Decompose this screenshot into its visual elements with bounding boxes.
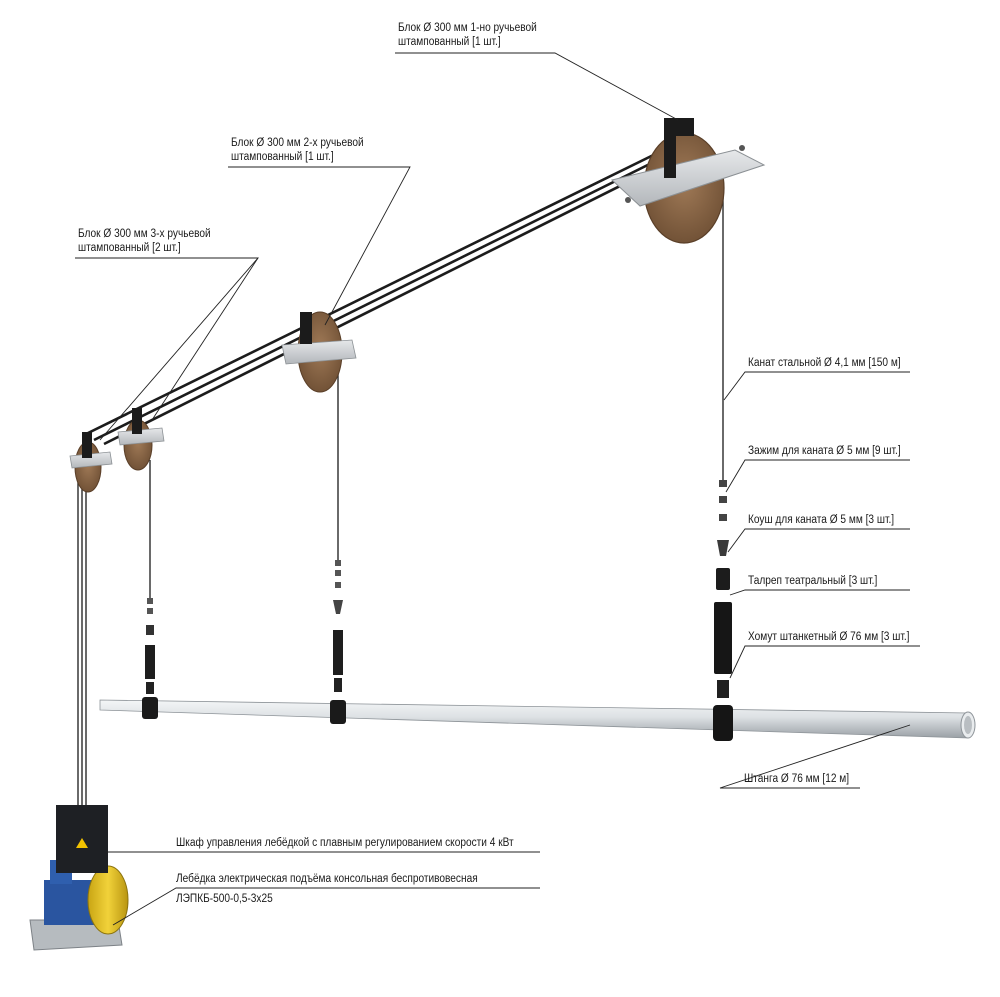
label-turnbuckle: Талреп театральный [3 шт.]: [748, 574, 877, 588]
label-rope-clamp: Зажим для каната Ø 5 мм [9 шт.]: [748, 444, 901, 458]
label-block-2-groove: Блок Ø 300 мм 2-х ручьевой штампованный …: [231, 136, 364, 164]
pulley-block-3-groove-b: [117, 408, 165, 471]
hardware-stack-left: [142, 598, 158, 719]
label-line: Хомут штанкетный Ø 76 мм [3 шт.]: [748, 631, 910, 643]
label-batten-pipe: Штанга Ø 76 мм [12 м]: [744, 772, 849, 786]
hardware-stack-right: [713, 480, 733, 741]
label-block-3-groove: Блок Ø 300 мм 3-х ручьевой штампованный …: [78, 227, 211, 255]
winch-assembly: [29, 805, 129, 951]
label-line: штампованный [1 шт.]: [398, 36, 501, 48]
label-line: Лебёдка электрическая подъёма консольная…: [176, 873, 478, 885]
label-line: Зажим для каната Ø 5 мм [9 шт.]: [748, 445, 901, 457]
batten-pipe: [99, 699, 976, 739]
vertical-ropes: [77, 175, 724, 805]
label-line: штампованный [2 шт.]: [78, 242, 181, 254]
label-line: Шкаф управления лебёдкой с плавным регул…: [176, 837, 514, 849]
pulley-block-3-groove-a: [69, 432, 113, 493]
label-line: Блок Ø 300 мм 2-х ручьевой: [231, 137, 364, 149]
label-line: Коуш для каната Ø 5 мм [3 шт.]: [748, 514, 895, 526]
leader-lines: [75, 52, 920, 926]
label-line: Штанга Ø 76 мм [12 м]: [744, 773, 850, 785]
label-batten-clamp: Хомут штанкетный Ø 76 мм [3 шт.]: [748, 630, 909, 644]
label-steel-rope: Канат стальной Ø 4,1 мм [150 м]: [748, 356, 901, 370]
label-block-1-groove: Блок Ø 300 мм 1-но ручьевой штампованный…: [398, 21, 537, 49]
label-winch: Лебёдка электрическая подъёма консольная…: [176, 872, 478, 906]
pulley-block-2-groove: [281, 311, 357, 393]
label-rope-thimble: Коуш для каната Ø 5 мм [3 шт.]: [748, 513, 894, 527]
label-line: Канат стальной Ø 4,1 мм [150 м]: [748, 357, 901, 369]
pulley-block-1-groove: [610, 118, 766, 244]
label-line: Талреп театральный [3 шт.]: [748, 575, 878, 587]
label-control-cabinet: Шкаф управления лебёдкой с плавным регул…: [176, 836, 514, 850]
hardware-stack-middle: [330, 560, 346, 724]
label-line: штампованный [1 шт.]: [231, 151, 334, 163]
main-rope: [83, 136, 693, 446]
label-line: Блок Ø 300 мм 3-х ручьевой: [78, 228, 211, 240]
label-line: ЛЭПКБ-500-0,5-3х25: [176, 893, 273, 905]
label-line: Блок Ø 300 мм 1-но ручьевой: [398, 22, 537, 34]
